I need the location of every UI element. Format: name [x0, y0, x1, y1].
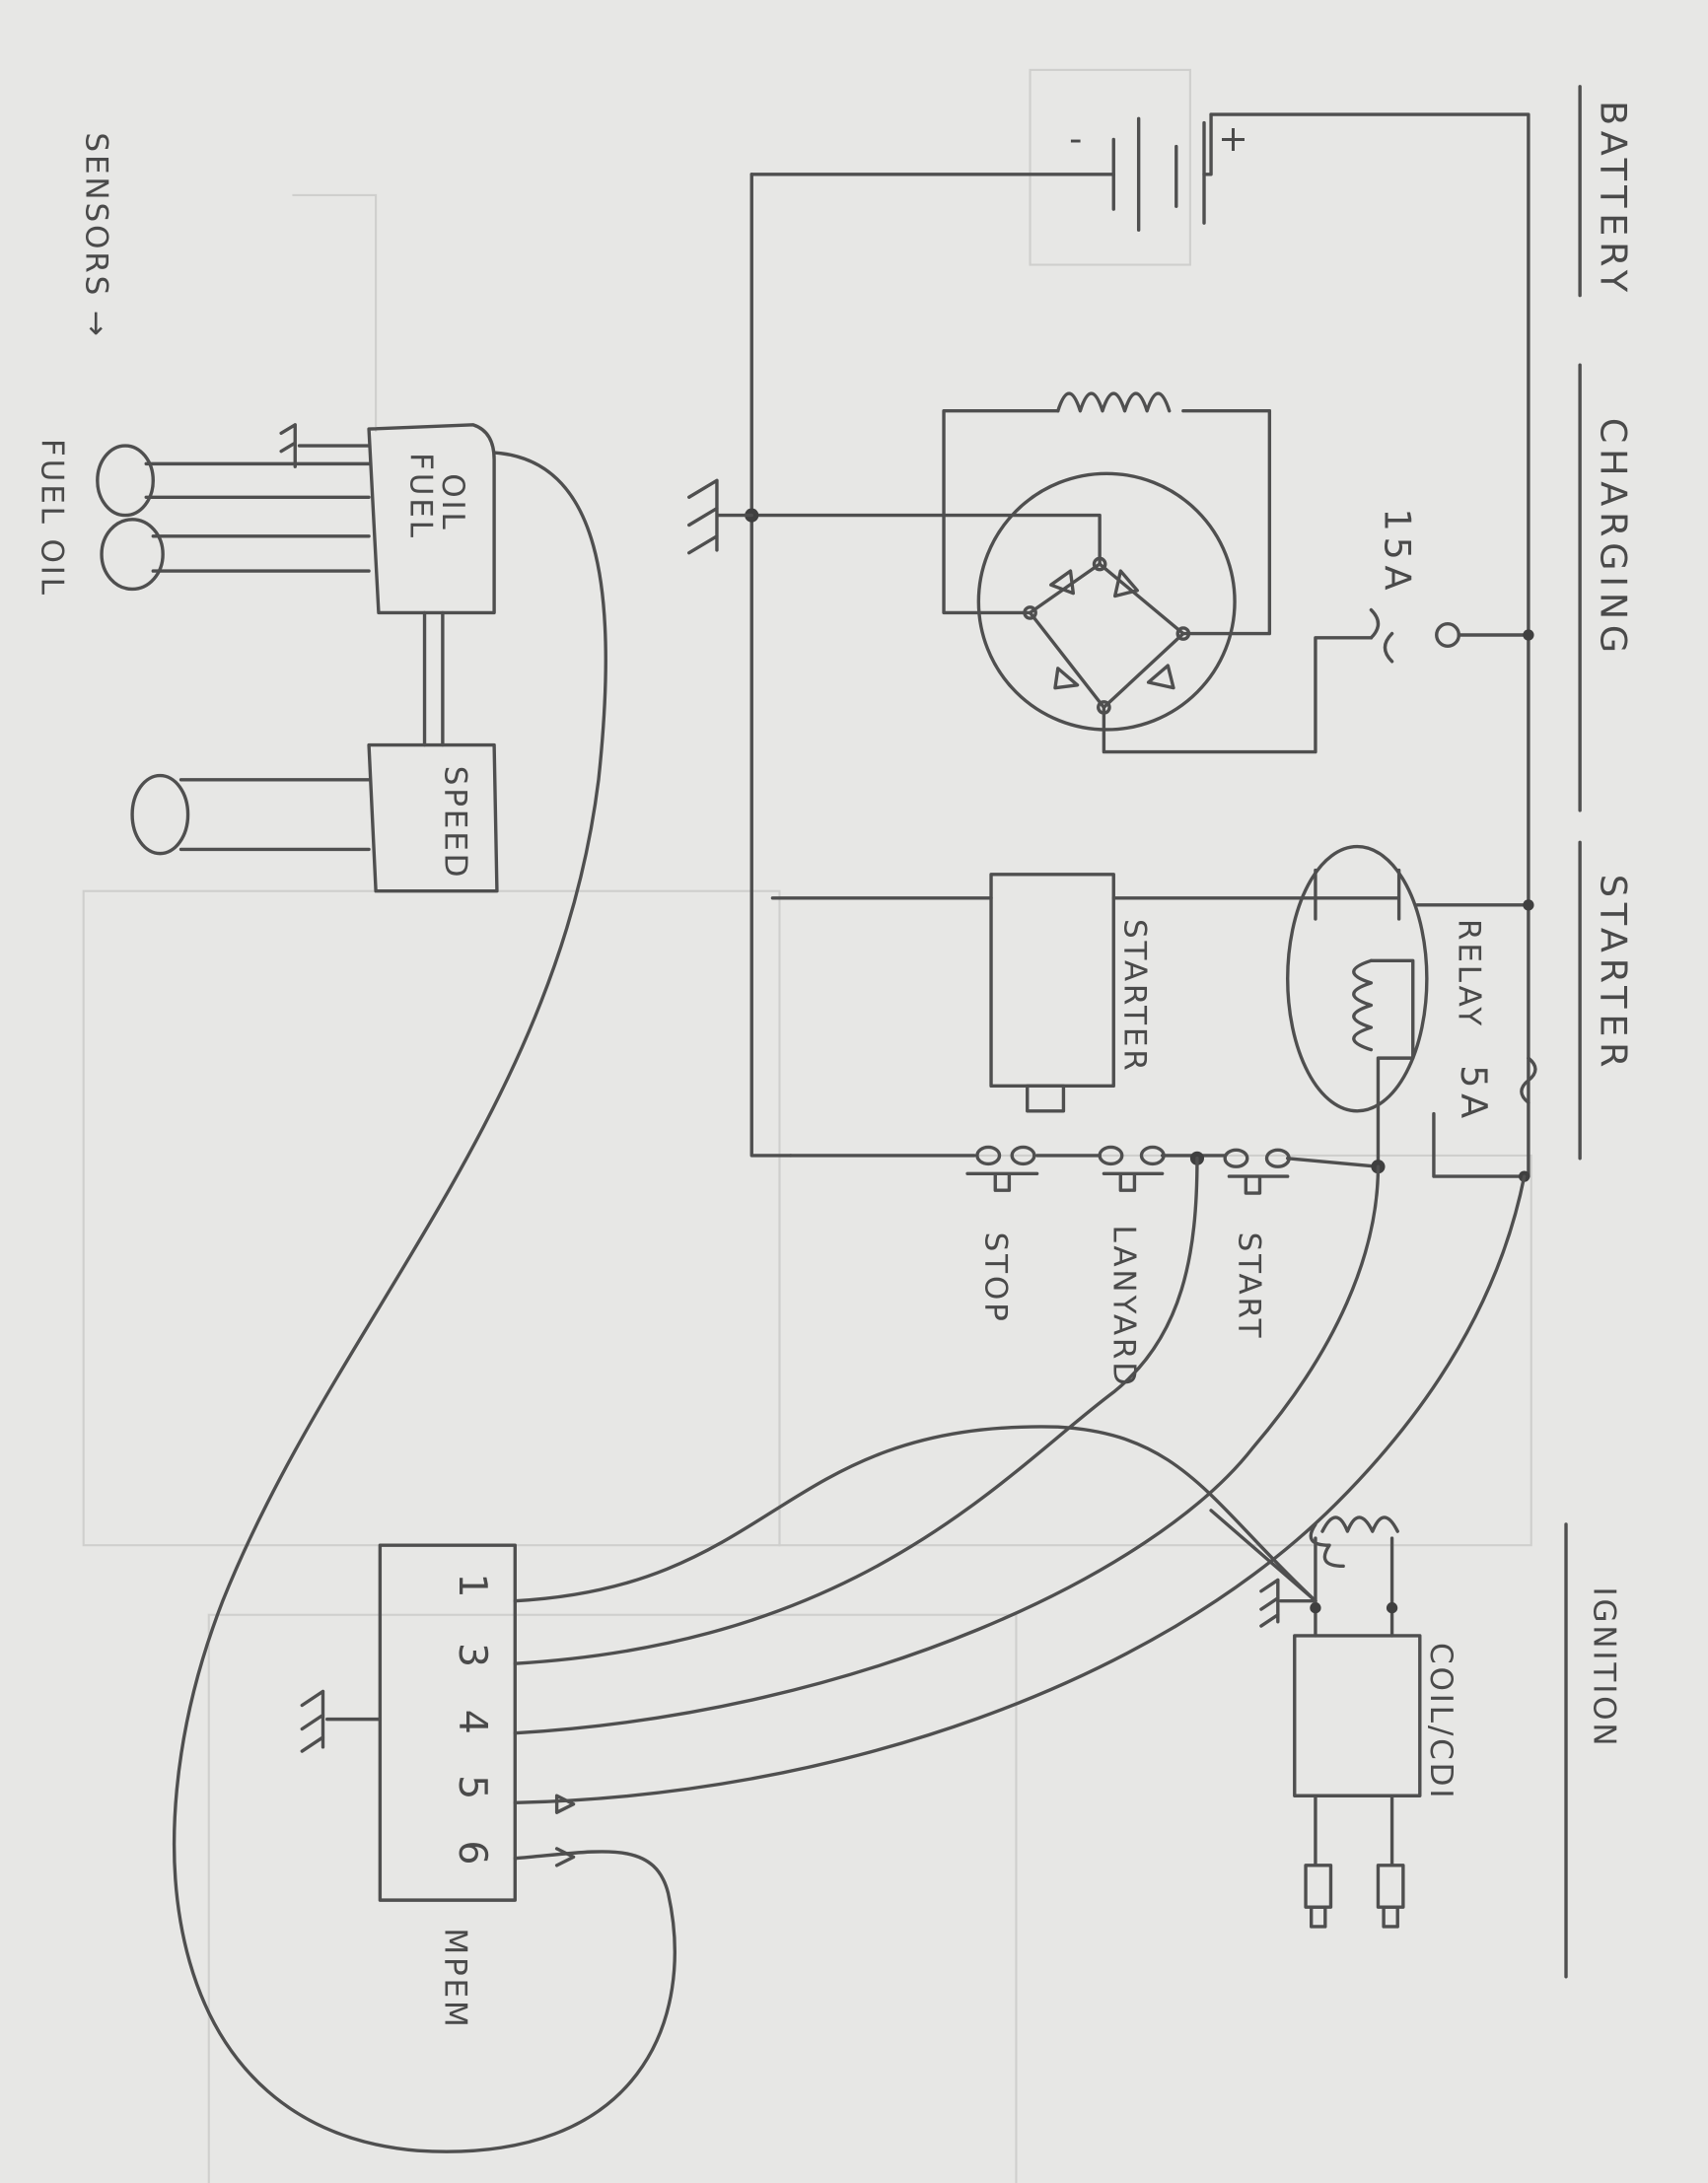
starter-motor — [770, 873, 1317, 1113]
section-label-ignition: IGNITION — [1586, 1587, 1621, 1749]
mpem-label: MPEM — [438, 1928, 473, 2029]
battery-symbol — [1111, 112, 1213, 232]
ground-icon — [687, 478, 753, 555]
section-label-starter: STARTER — [1592, 875, 1634, 1073]
rectifier-bridge — [749, 471, 1374, 754]
mpem-wires — [173, 451, 1527, 2153]
section-label-battery: BATTERY — [1592, 101, 1634, 298]
relay-label: RELAY — [1451, 919, 1486, 1028]
power-bus — [749, 112, 1530, 1178]
ignition-coil — [1209, 1509, 1422, 1929]
battery-plus: + — [1218, 117, 1253, 160]
junction — [1386, 1602, 1398, 1614]
sensors-label: SENSORS → — [79, 132, 114, 338]
mpem-pin-5: 5 — [450, 1775, 495, 1802]
battery-minus: - — [1069, 117, 1088, 160]
switch-row — [789, 1145, 1381, 1195]
mpem-pin-3: 3 — [450, 1643, 495, 1670]
stator-coil — [942, 391, 1272, 636]
mpem-pin-4: 4 — [450, 1710, 495, 1737]
junction — [1310, 1602, 1321, 1614]
fuel-oil-label: FUEL OIL — [34, 439, 69, 598]
fuse-15a — [1369, 607, 1530, 664]
fuse-15a-label: 15A — [1377, 509, 1419, 597]
starter-motor-label: STARTER — [1117, 919, 1153, 1074]
fuse-5a-label: 5A — [1453, 1065, 1495, 1124]
junction — [1523, 899, 1534, 911]
oil-fuel-label-2: FUEL — [402, 453, 438, 540]
section-dividers — [1564, 85, 1582, 1979]
mpem-module — [300, 1543, 517, 1902]
switch-start-label[interactable]: START — [1231, 1232, 1266, 1341]
mpem-pin-1: 1 — [450, 1573, 495, 1600]
speed-gauge — [130, 742, 499, 893]
switch-lanyard-label[interactable]: LANYARD — [1105, 1226, 1141, 1389]
starter-relay — [1286, 844, 1530, 1168]
fuse-5a — [1432, 1056, 1537, 1178]
junction — [1523, 629, 1534, 641]
section-label-charging: CHARGING — [1592, 418, 1634, 659]
mpem-pin-6: 6 — [450, 1840, 495, 1867]
speed-label: SPEED — [438, 766, 473, 880]
coil-cdi-label: COIL/CDI — [1423, 1643, 1459, 1800]
switch-stop-label[interactable]: STOP — [977, 1232, 1013, 1324]
oil-fuel-label-1: OIL — [435, 473, 470, 531]
oil-fuel-gauge — [279, 423, 496, 747]
ground-icon — [1259, 1578, 1317, 1628]
sensors — [96, 444, 371, 592]
